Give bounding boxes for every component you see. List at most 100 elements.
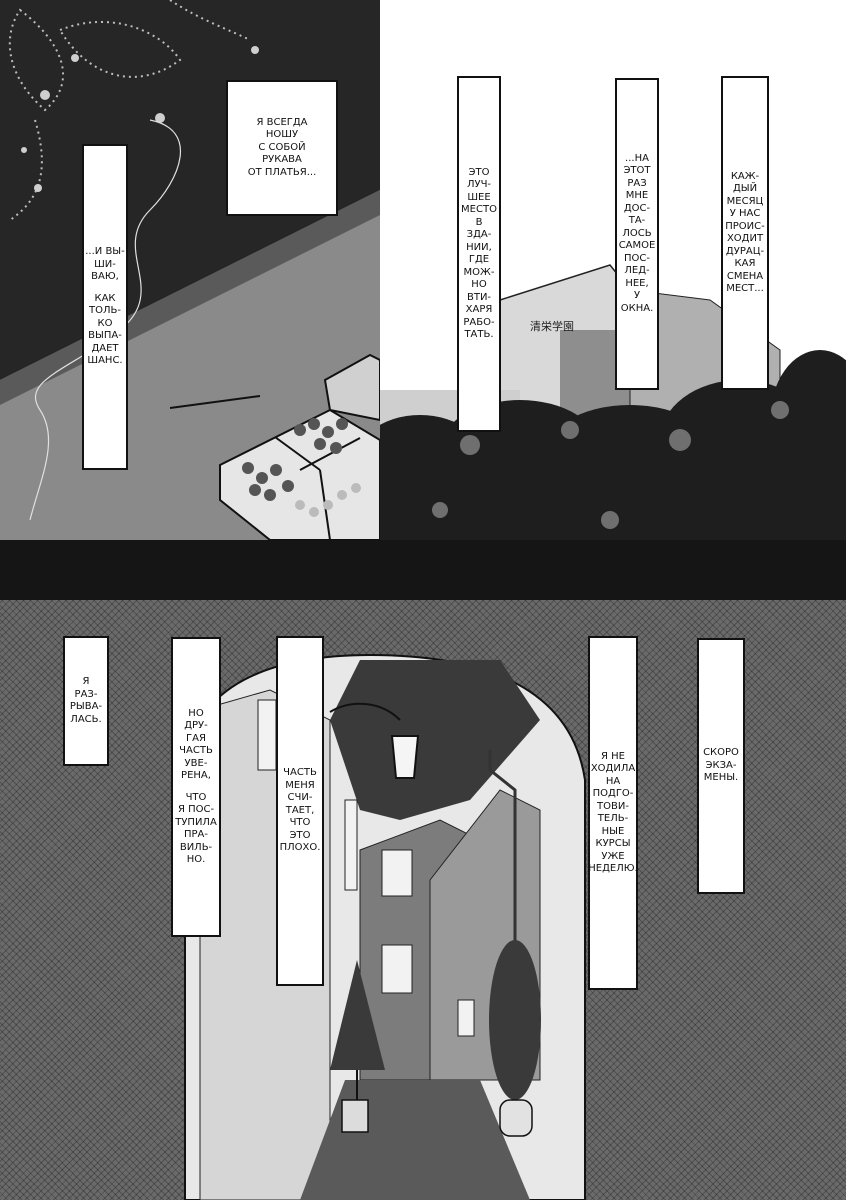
caption-line: ХОДИТ: [726, 233, 764, 244]
caption-line: ЭТО: [468, 166, 490, 178]
caption-line: ШИ-: [94, 258, 116, 270]
caption-line: НОШУ: [265, 129, 299, 141]
caption-line: ЛЕД-: [624, 265, 650, 277]
caption-line: НО.: [186, 854, 206, 865]
caption-line: ГДЕ: [468, 254, 490, 265]
caption-line: НА: [605, 775, 621, 787]
caption-line: ЧТО: [185, 791, 207, 803]
caption-line: ПОС-: [624, 252, 650, 264]
caption-line: САМОЕ: [618, 240, 656, 252]
caption-line: РАБО-: [463, 316, 495, 328]
caption-line: ПЛОХО.: [279, 842, 321, 854]
caption-line: ТЕЛЬ-: [597, 813, 629, 824]
caption-line: Я НЕ: [601, 750, 625, 762]
caption-line: ТАЕТ,: [285, 804, 315, 816]
caption-line: ВИЛЬ-: [179, 841, 213, 853]
caption-line: ДОС-: [623, 202, 651, 214]
caption-line: СМЕНА: [726, 270, 764, 282]
caption-line: ОТ ПЛАТЬЯ...: [247, 166, 317, 178]
caption-line: ЧТО: [289, 817, 311, 829]
caption-line: ТАТЬ.: [464, 329, 494, 340]
caption-line: ВАЮ,: [91, 271, 119, 283]
caption-line: ДУРАЦ-: [725, 245, 765, 257]
caption-line: НО: [471, 279, 487, 290]
caption-line: ТУПИЛА: [175, 816, 217, 828]
caption-line: НО: [188, 707, 204, 719]
caption-line: МЕСЯЦ: [726, 195, 764, 207]
caption-line: У НАС: [729, 208, 761, 219]
street-lamp-icon: [329, 702, 420, 779]
caption-line: ...НА: [625, 152, 649, 164]
potted-tree-icon: [330, 960, 385, 1133]
caption-line: ЭТО: [289, 829, 311, 841]
caption-line: ЛАСЬ.: [70, 713, 102, 725]
caption-line: НИИ,: [466, 241, 492, 253]
caption-line: РУКАВА: [262, 154, 302, 166]
caption-line: ДЫЙ: [732, 183, 758, 194]
caption-line: НЕЕ,: [625, 277, 649, 289]
caption-line: КАЖ-: [730, 170, 760, 182]
caption-line: С СОБОЙ: [258, 141, 306, 153]
caption-line: ЛУЧ-: [466, 179, 492, 190]
caption-line: Я ВСЕГДА: [256, 116, 308, 128]
caption-line: КАК: [94, 292, 116, 304]
caption-line: ЛОСЬ: [622, 227, 652, 239]
caption-line: ЭКЗА-: [705, 759, 737, 771]
caption-line: ПРОИС-: [725, 220, 765, 232]
caption-line: СЧИ-: [287, 792, 313, 804]
caption-line: ТОЛЬ-: [89, 305, 121, 317]
bead-box-icon: [219, 353, 380, 540]
caption-line: ХАРЯ: [465, 304, 493, 315]
caption-line: МЕНЫ.: [703, 772, 739, 784]
caption-line: МОЖ-: [463, 266, 495, 278]
caption-line: ГАЯ: [186, 732, 206, 744]
caption-line: РЫВА-: [69, 701, 103, 712]
caption-line: ЗДА-: [466, 229, 492, 240]
caption-line: ЧАСТЬ: [283, 767, 317, 779]
caption-line: РАЗ-: [74, 688, 98, 700]
caption-line: ДАЕТ: [91, 342, 119, 354]
caption-line: НЫЕ: [601, 825, 625, 837]
caption-line: У: [633, 290, 641, 302]
caption-line: ЭТОТ: [623, 165, 651, 177]
caption-line: В: [475, 216, 483, 228]
caption-line: ВТИ-: [466, 291, 492, 303]
caption-line: ХОДИЛА: [590, 763, 636, 774]
panel-divider-band: [0, 540, 846, 600]
caption-line: МЕСТО: [461, 204, 497, 215]
caption-line: СКОРО: [703, 747, 739, 759]
caption-line: ДРУ-: [184, 720, 208, 731]
caption-line: ...И ВЫ-: [85, 246, 125, 258]
caption-line: ПРА-: [184, 829, 208, 840]
caption-line: ПОДГО-: [592, 788, 634, 799]
caption-line: ВЫПА-: [88, 330, 122, 342]
caption-line: ШЕЕ: [467, 191, 491, 203]
caption-line: МЕНЯ: [285, 779, 315, 791]
school-building-illustration: 清栄学園: [380, 0, 846, 600]
caption-line: МНЕ: [625, 190, 649, 202]
caption-line: НЕДЕЛЮ.: [588, 863, 638, 874]
caption-line: УЖЕ: [601, 850, 625, 862]
caption-line: РЕНА,: [181, 770, 211, 781]
caption-line: Я ПОС-: [177, 804, 215, 815]
caption-line: ТА-: [628, 215, 646, 227]
caption-line: МЕСТ...: [726, 283, 764, 294]
caption-line: РАЗ: [627, 177, 647, 189]
caption-line: КО: [97, 317, 113, 329]
caption-line: Я: [82, 676, 90, 687]
potted-plant-icon: [489, 940, 541, 1137]
caption-line: ТОВИ-: [597, 800, 629, 812]
caption-line: ОКНА.: [620, 302, 654, 314]
